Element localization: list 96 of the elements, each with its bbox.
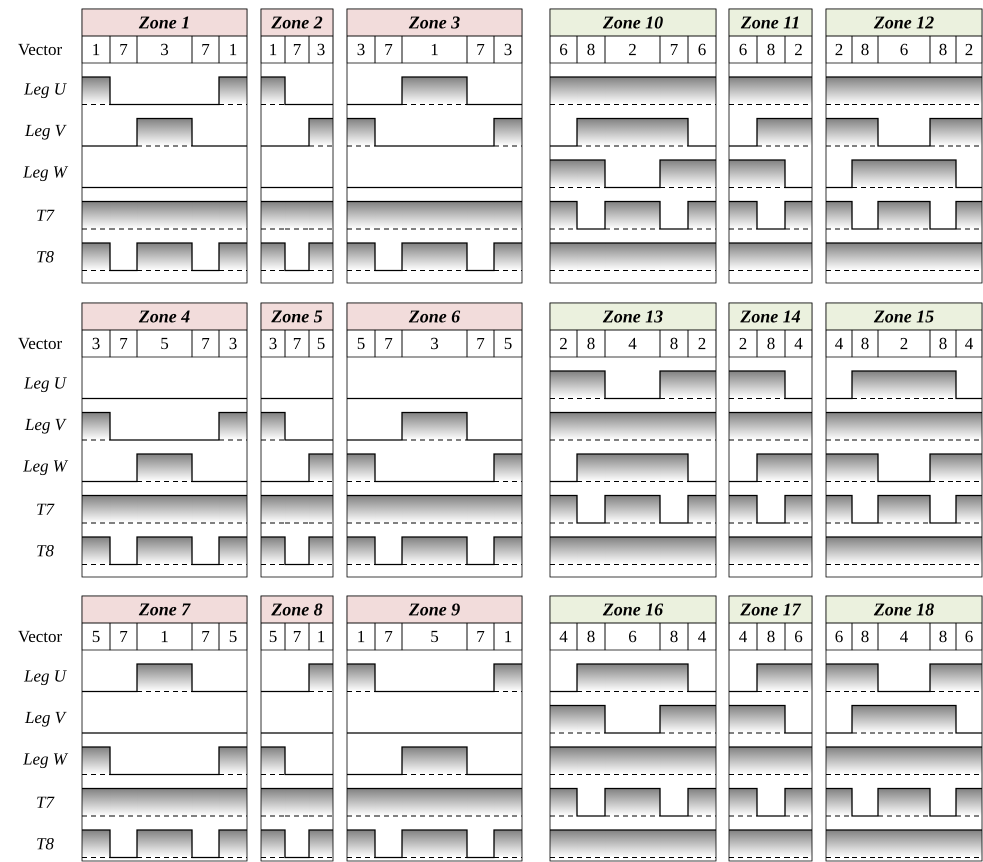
vector-cell: 4 — [956, 330, 982, 358]
row-label: Leg U — [24, 670, 67, 686]
vector-cell: 6 — [550, 36, 578, 64]
row-label: Vector — [18, 44, 62, 56]
vector-cell: 8 — [756, 622, 786, 650]
vector-cell: 8 — [756, 36, 786, 64]
row-label: Vector — [18, 338, 62, 350]
vector-cell: 6 — [688, 36, 716, 64]
vector-cell: 1 — [494, 622, 522, 650]
vector-cell: 2 — [878, 330, 930, 358]
vector-cell: 4 — [550, 622, 578, 650]
vector-cell: 8 — [852, 330, 878, 358]
row-label: Leg V — [24, 124, 67, 140]
vector-cell: 5 — [218, 622, 248, 650]
vector-cell: 3 — [260, 330, 286, 358]
vector-cell: 8 — [756, 330, 786, 358]
vector-cell: 2 — [550, 330, 578, 358]
vector-cell: 8 — [660, 330, 688, 358]
vector-cell: 6 — [784, 622, 812, 650]
vector-cell: 7 — [660, 36, 688, 64]
vector-cell: 8 — [852, 622, 878, 650]
vector-cell: 8 — [930, 622, 956, 650]
vector-cell: 4 — [784, 330, 812, 358]
vector-cell: 3 — [402, 330, 468, 358]
vector-cell: 3 — [494, 36, 522, 64]
vector-cell: 4 — [728, 622, 758, 650]
vector-cell: 1 — [136, 622, 192, 650]
vector-cell: 5 — [494, 330, 522, 358]
vector-cell: 7 — [110, 622, 138, 650]
vector-cell: 3 — [136, 36, 192, 64]
vector-cell: 8 — [852, 36, 878, 64]
vector-cell: 5 — [136, 330, 192, 358]
row-label: Leg V — [24, 418, 67, 434]
vector-cell: 1 — [260, 36, 286, 64]
vector-cell: 3 — [346, 36, 376, 64]
row-label: T8 — [37, 838, 54, 850]
vector-cell: 4 — [826, 330, 852, 358]
vector-cell: 5 — [260, 622, 286, 650]
vector-cell: 2 — [728, 330, 758, 358]
vector-cell: 1 — [82, 36, 110, 64]
vector-cell: 8 — [930, 330, 956, 358]
vector-cell: 7 — [284, 622, 310, 650]
vector-cell: 7 — [374, 36, 402, 64]
vector-cell: 8 — [930, 36, 956, 64]
row-label: T8 — [37, 251, 54, 262]
vector-cell: 5 — [82, 622, 110, 650]
row-label: T8 — [37, 545, 54, 556]
vector-cell: 7 — [192, 622, 220, 650]
row-label: Leg W — [22, 753, 68, 768]
row-label: Leg U — [24, 83, 67, 98]
vector-cell: 7 — [192, 36, 220, 64]
vector-cell: 1 — [218, 36, 248, 64]
vector-cell: 5 — [402, 622, 468, 650]
row-label: Vector — [18, 630, 62, 642]
vector-cell: 2 — [604, 36, 660, 64]
vector-cell: 6 — [956, 622, 982, 650]
vector-cell: 6 — [878, 36, 930, 64]
vector-cell: 8 — [576, 622, 606, 650]
vector-cell: 8 — [660, 622, 688, 650]
row-label: T7 — [37, 796, 55, 808]
row-label: Leg U — [24, 377, 67, 392]
vector-cell: 1 — [346, 622, 376, 650]
vector-cell: 7 — [466, 36, 494, 64]
vector-cell: 5 — [346, 330, 376, 358]
vector-cell: 4 — [878, 622, 930, 650]
vector-cell: 7 — [466, 622, 494, 650]
vector-cell: 2 — [784, 36, 812, 64]
vector-cell: 6 — [728, 36, 758, 64]
vector-cell: 3 — [308, 36, 334, 64]
row-label: T7 — [37, 210, 55, 221]
row-label: Leg V — [24, 712, 67, 727]
vector-cell: 7 — [466, 330, 494, 358]
vector-cell: 7 — [284, 36, 310, 64]
row-label: Leg W — [22, 460, 68, 476]
vector-cell: 2 — [956, 36, 982, 64]
vector-cell: 4 — [604, 330, 660, 358]
vector-cell: 1 — [308, 622, 334, 650]
vector-cell: 8 — [576, 330, 606, 358]
row-label: T7 — [37, 504, 55, 515]
vector-cell: 7 — [110, 36, 138, 64]
vector-cell: 7 — [110, 330, 138, 358]
vector-cell: 7 — [374, 622, 402, 650]
vector-cell: 1 — [402, 36, 468, 64]
row-label: Leg W — [22, 166, 68, 182]
vector-cell: 5 — [308, 330, 334, 358]
vector-cell: 8 — [576, 36, 606, 64]
vector-cell: 3 — [82, 330, 110, 358]
vector-cell: 3 — [218, 330, 248, 358]
vector-cell: 6 — [826, 622, 852, 650]
vector-cell: 6 — [604, 622, 660, 650]
vector-cell: 7 — [284, 330, 310, 358]
vector-cell: 2 — [688, 330, 716, 358]
vector-cell: 4 — [688, 622, 716, 650]
vector-cell: 2 — [826, 36, 852, 64]
vector-cell: 7 — [374, 330, 402, 358]
vector-cell: 7 — [192, 330, 220, 358]
